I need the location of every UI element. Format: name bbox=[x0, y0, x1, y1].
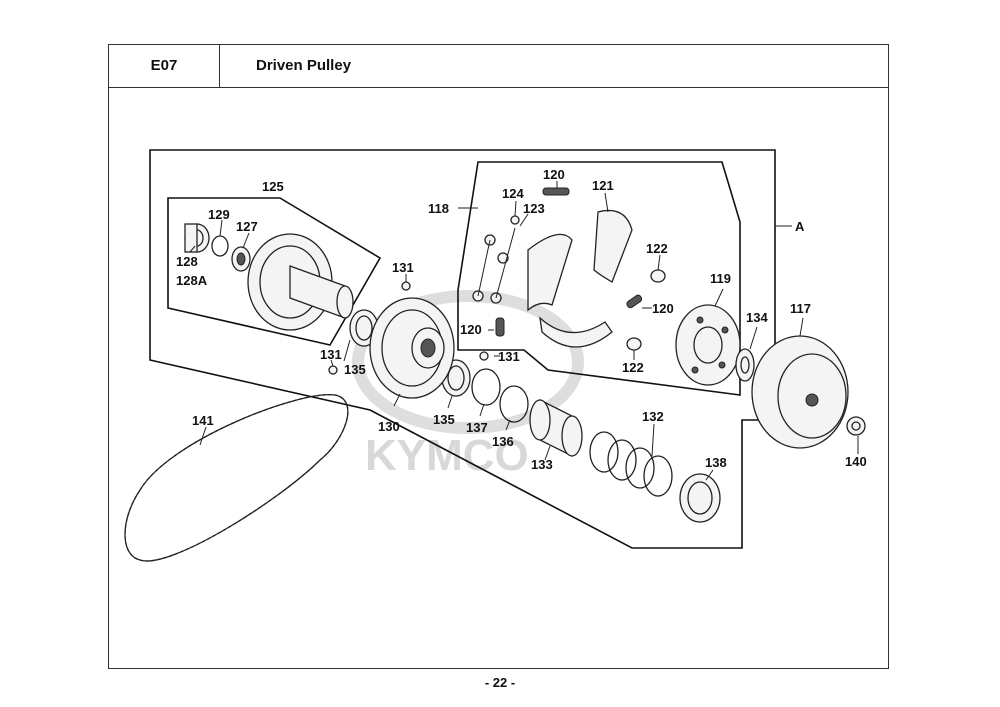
part-129-circlip bbox=[211, 235, 229, 257]
callout-134: 134 bbox=[746, 310, 768, 325]
callout-130: 130 bbox=[378, 419, 400, 434]
callout-119: 119 bbox=[710, 271, 731, 286]
drawing-frame bbox=[108, 44, 889, 669]
callout-125: 125 bbox=[262, 179, 284, 194]
subgroup-125-outline bbox=[167, 197, 382, 346]
callout-123: 123 bbox=[523, 201, 545, 216]
part-131-pin-top bbox=[401, 281, 411, 291]
subgroup-118-outline bbox=[457, 161, 741, 396]
callout-127: 127 bbox=[236, 219, 258, 234]
callout-131-right: 131 bbox=[498, 349, 520, 364]
callout-128a: 128A bbox=[176, 273, 208, 288]
callout-133: 133 bbox=[531, 457, 553, 472]
part-120-spring-mid bbox=[626, 294, 643, 309]
callout-131-left: 131 bbox=[320, 347, 342, 362]
part-125-fixed-driven-face bbox=[247, 233, 354, 331]
callout-122-top: 122 bbox=[646, 241, 668, 256]
callout-124: 124 bbox=[502, 186, 524, 201]
part-140-nut bbox=[846, 416, 866, 436]
callout-141: 141 bbox=[192, 413, 214, 428]
part-131-pin-left bbox=[328, 365, 338, 375]
callout-121: 121 bbox=[592, 178, 614, 193]
part-132-driven-spring bbox=[589, 431, 673, 497]
callout-136: 136 bbox=[492, 434, 514, 449]
callout-137: 137 bbox=[466, 420, 488, 435]
callout-122-bottom: 122 bbox=[622, 360, 644, 375]
part-120-spring-top bbox=[542, 187, 570, 196]
part-122-pins bbox=[626, 269, 666, 351]
part-134-washer bbox=[735, 348, 755, 382]
callout-118: 118 bbox=[428, 201, 449, 216]
page-number: - 22 - bbox=[484, 675, 516, 690]
section-code: E07 bbox=[150, 57, 178, 74]
callout-140: 140 bbox=[845, 454, 867, 469]
callout-138: 138 bbox=[705, 455, 727, 470]
part-130-movable-driven-face bbox=[369, 297, 455, 399]
callout-128: 128 bbox=[176, 254, 198, 269]
part-120-spring-left bbox=[495, 317, 505, 337]
part-121-clutch-shoes bbox=[527, 209, 633, 348]
part-136-o-ring bbox=[499, 385, 529, 423]
kymco-watermark: KYMCO bbox=[352, 290, 584, 480]
callout-135-left: 135 bbox=[344, 362, 366, 377]
callout-129: 129 bbox=[208, 207, 230, 222]
callout-131-top: 131 bbox=[392, 260, 414, 275]
callout-120-mid: 120 bbox=[652, 301, 674, 316]
part-128-needle-bearing bbox=[184, 223, 210, 253]
part-138-spring-seat bbox=[679, 473, 721, 523]
part-119-clutch-plate bbox=[675, 304, 741, 386]
callout-117: 117 bbox=[790, 301, 811, 316]
part-137-o-ring bbox=[471, 368, 501, 406]
part-127-bearing bbox=[231, 246, 251, 272]
header-code-cell bbox=[108, 44, 220, 87]
callout-135-right: 135 bbox=[433, 412, 455, 427]
section-title: Driven Pulley bbox=[256, 57, 352, 74]
watermark-text: KYMCO bbox=[365, 431, 529, 480]
part-117-clutch-outer bbox=[751, 335, 849, 449]
part-133-seal-collar bbox=[529, 398, 583, 458]
callout-132: 132 bbox=[642, 409, 664, 424]
assembly-outline bbox=[149, 149, 776, 549]
callout-120-left: 120 bbox=[460, 322, 482, 337]
leader-lines bbox=[189, 181, 859, 481]
assembly-label-a: A bbox=[795, 219, 805, 234]
header-divider bbox=[108, 87, 889, 88]
part-131-pin-right bbox=[479, 351, 489, 361]
callout-120-top: 120 bbox=[543, 167, 565, 182]
part-141-drive-belt bbox=[124, 394, 349, 562]
part-124-123-link-plates bbox=[472, 215, 520, 304]
